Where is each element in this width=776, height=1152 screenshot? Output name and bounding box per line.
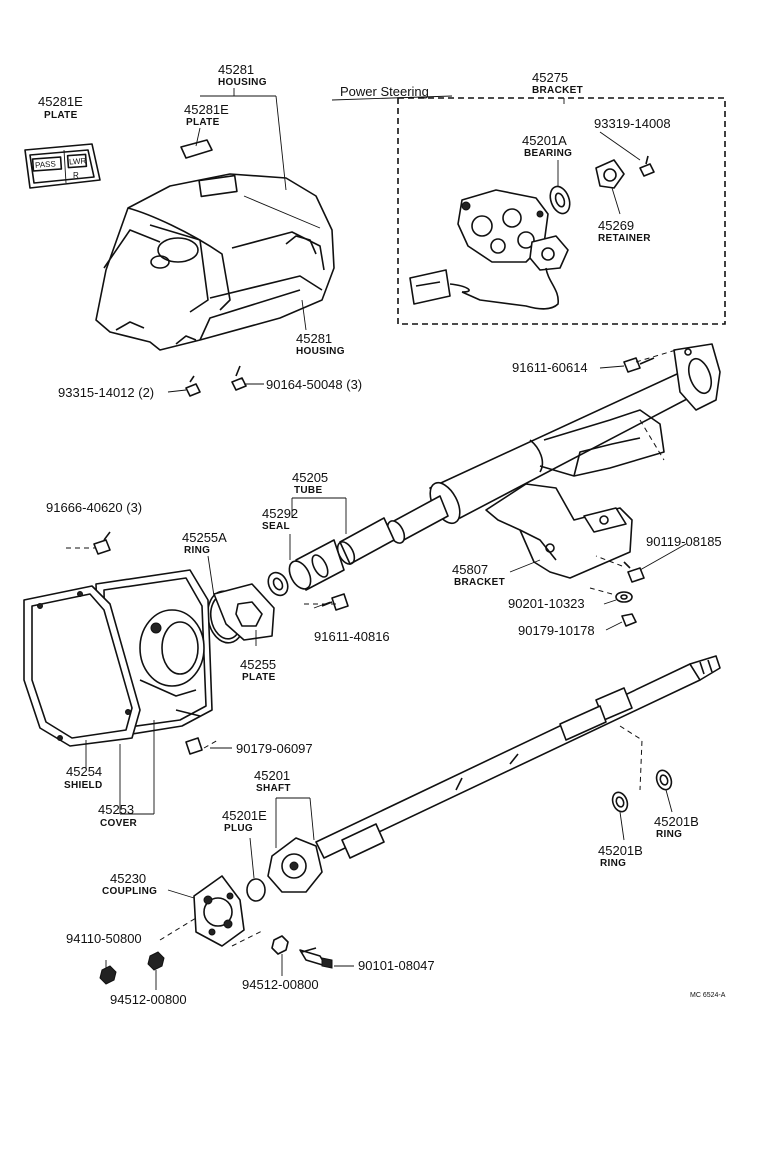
power-steering-unit-drawing — [409, 155, 655, 310]
part-number-91611-40816: 91611-40816 — [314, 629, 390, 644]
plate-symbol-pass: PASS — [35, 159, 56, 169]
part-number-45253: 45253 — [98, 802, 134, 817]
shield-45254-drawing — [23, 585, 141, 747]
column-tube-45205-drawing — [267, 343, 721, 597]
part-number-45201e: 45201E — [222, 808, 267, 823]
bottom-fasteners-drawing — [99, 935, 333, 985]
part-name-ring: RING — [656, 829, 682, 840]
part-number-94512: 94512-00800 — [242, 977, 319, 992]
part-number-45201: 45201 — [254, 768, 290, 783]
leader-lines — [85, 88, 687, 990]
part-number-45281e: 45281E — [184, 102, 229, 117]
part-number-91666: 91666-40620 (3) — [46, 500, 142, 515]
part-name-housing: HOUSING — [218, 77, 267, 88]
part-number-45201a: 45201A — [522, 133, 567, 148]
part-number-90201: 90201-10323 — [508, 596, 585, 611]
plate-45281e-small-drawing — [180, 139, 213, 159]
assembly-line-upper — [66, 349, 677, 947]
part-name-plate: PLATE — [242, 672, 276, 683]
coupling-45230-drawing — [193, 875, 245, 947]
part-number-45292: 45292 — [262, 506, 298, 521]
part-number-94512: 94512-00800 — [110, 992, 187, 1007]
part-name-cover: COVER — [100, 818, 138, 829]
part-name-retainer: RETAINER — [598, 233, 651, 244]
part-name-plate: PLATE — [186, 117, 220, 128]
part-number-45269: 45269 — [598, 218, 634, 233]
part-name-ring: RING — [600, 858, 626, 869]
plate-45255-drawing — [213, 583, 275, 641]
part-number-91611-60614: 91611-60614 — [512, 360, 588, 375]
part-name-housing: HOUSING — [296, 346, 345, 357]
part-number-45281e: 45281E — [38, 94, 83, 109]
part-number-90101: 90101-08047 — [358, 958, 435, 973]
plate-45281e-drawing: PASS LWR R — [24, 143, 101, 189]
part-number-90179-06097: 90179-06097 — [236, 741, 313, 756]
part-number-45281: 45281 — [296, 331, 332, 346]
part-number-94110: 94110-50800 — [66, 931, 142, 946]
part-name-bearing: BEARING — [524, 148, 572, 159]
part-name-bracket: BRACKET — [454, 577, 505, 588]
part-name-tube: TUBE — [294, 485, 322, 496]
part-number-45281: 45281 — [218, 62, 254, 77]
part-name-ring: RING — [184, 545, 210, 556]
part-number-45255: 45255 — [240, 657, 276, 672]
part-name-plug: PLUG — [224, 823, 253, 834]
part-labels: 45281E PLATE 45281 HOUSING 45281E PLATE … — [38, 62, 722, 1007]
plate-symbol-r: R — [73, 171, 79, 180]
part-name-coupling: COUPLING — [102, 886, 157, 897]
part-number-45205: 45205 — [292, 470, 328, 485]
plate-symbol-lwr: LWR — [69, 156, 87, 166]
part-number-90119: 90119-08185 — [646, 534, 722, 549]
power-steering-box — [397, 97, 726, 325]
part-number-45201b: 45201B — [654, 814, 699, 829]
part-number-45230: 45230 — [110, 871, 146, 886]
part-number-45254: 45254 — [66, 764, 102, 779]
bracket-fasteners-drawing — [93, 357, 655, 755]
screws-93315-90164-drawing — [185, 365, 247, 397]
part-name-bracket: BRACKET — [532, 85, 583, 96]
shaft-45201-drawing — [267, 655, 721, 893]
part-number-93319: 93319-14008 — [594, 116, 671, 131]
plug-45201e-drawing — [246, 878, 266, 902]
part-name-shaft: SHAFT — [256, 783, 291, 794]
part-name-plate: PLATE — [44, 110, 78, 121]
part-name-seal: SEAL — [262, 521, 290, 532]
rings-45201b-drawing — [611, 769, 673, 813]
part-number-90164: 90164-50048 (3) — [266, 377, 362, 392]
housing-45281-drawing — [95, 173, 335, 351]
power-steering-title: Power Steering — [340, 84, 429, 99]
drawing-code: MC 6524-A — [690, 992, 726, 999]
part-number-45275: 45275 — [532, 70, 568, 85]
part-number-93315: 93315-14012 (2) — [58, 385, 154, 400]
part-name-shield: SHIELD — [64, 780, 102, 791]
part-number-90179-10178: 90179-10178 — [518, 623, 595, 638]
part-number-45201b: 45201B — [598, 843, 643, 858]
part-number-45807: 45807 — [452, 562, 488, 577]
part-number-45255a: 45255A — [182, 530, 227, 545]
